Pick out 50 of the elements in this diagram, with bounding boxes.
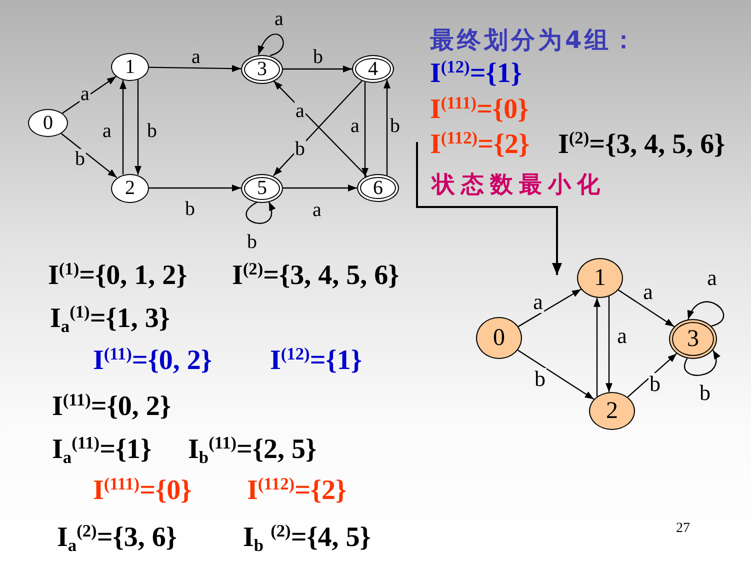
transition-arrow xyxy=(60,133,118,178)
set-equation: I$^{(2)}$={3, 4, 5, 6} xyxy=(232,260,400,292)
transition-arrow xyxy=(246,202,275,224)
accepting-state-circle: 5 xyxy=(241,174,283,202)
transition-arrow xyxy=(134,80,142,175)
set-equation: I$^{(12)}$={1} xyxy=(270,345,362,378)
state-circle: 2 xyxy=(589,392,635,430)
set-equation: I$_{a}$$^{(11)}$={1} xyxy=(52,434,152,466)
transition-arrow xyxy=(627,353,677,398)
transition-arrow xyxy=(384,79,390,176)
accepting-state-circle: 4 xyxy=(352,55,394,83)
transition-arrow xyxy=(283,184,357,192)
transition-arrow xyxy=(362,82,368,177)
set-equation: I$_{b}$$^{(11)}$={2, 5} xyxy=(188,434,317,466)
set-equation: I$^{(2)}$={3, 4, 5, 6} xyxy=(558,129,726,162)
set-equation: I$^{(112)}$={2} xyxy=(430,129,530,162)
partition-heading: 状态数最小化 xyxy=(432,172,606,200)
transition-arrow xyxy=(149,184,241,192)
set-equation: I$^{(11)}$={0, 2} xyxy=(52,391,171,424)
transition-arrow xyxy=(606,296,612,392)
transition-arrow xyxy=(62,76,116,114)
partition-heading: 最终划分为4组： xyxy=(430,26,639,55)
transition-arrow xyxy=(283,66,352,72)
state-circle: 1 xyxy=(111,53,149,81)
state-circle: 0 xyxy=(476,317,522,359)
set-equation: I$^{(12)}$={1} xyxy=(430,58,522,90)
accepting-state-circle: 6 xyxy=(357,174,399,202)
set-equation: I$_{a}$$^{(1)}$={1, 3} xyxy=(50,303,170,336)
state-circle: 2 xyxy=(111,174,149,202)
transition-arrow xyxy=(594,298,600,397)
transition-arrow xyxy=(518,288,582,328)
set-equation: I$^{(111)}$={0} xyxy=(93,475,192,508)
transition-arrow xyxy=(517,350,594,400)
transition-arrow xyxy=(148,65,242,72)
set-equation: I$^{(1)}$={0, 1, 2} xyxy=(48,260,188,292)
accepting-state-circle: 3 xyxy=(669,319,717,359)
transition-arrow xyxy=(688,301,724,327)
state-circle: 1 xyxy=(577,258,623,298)
transition-arrow xyxy=(120,80,126,175)
set-equation: I$_{a}$$^{(2)}$={3, 6} xyxy=(57,522,177,554)
set-equation: I$^{(112)}$={2} xyxy=(247,475,347,508)
transition-arrow xyxy=(258,34,284,56)
transition-arrow xyxy=(618,290,674,328)
set-equation: I$^{(111)}$={0} xyxy=(430,94,529,126)
set-equation: I$^{(11)}$={0, 2} xyxy=(93,345,212,378)
accepting-state-circle: 3 xyxy=(241,54,283,84)
page-number: 27 xyxy=(676,521,690,538)
state-circle: 0 xyxy=(28,109,68,137)
transition-arrow xyxy=(684,350,720,376)
set-equation: I$_{b}$ $^{(2)}$={4, 5} xyxy=(243,522,371,554)
